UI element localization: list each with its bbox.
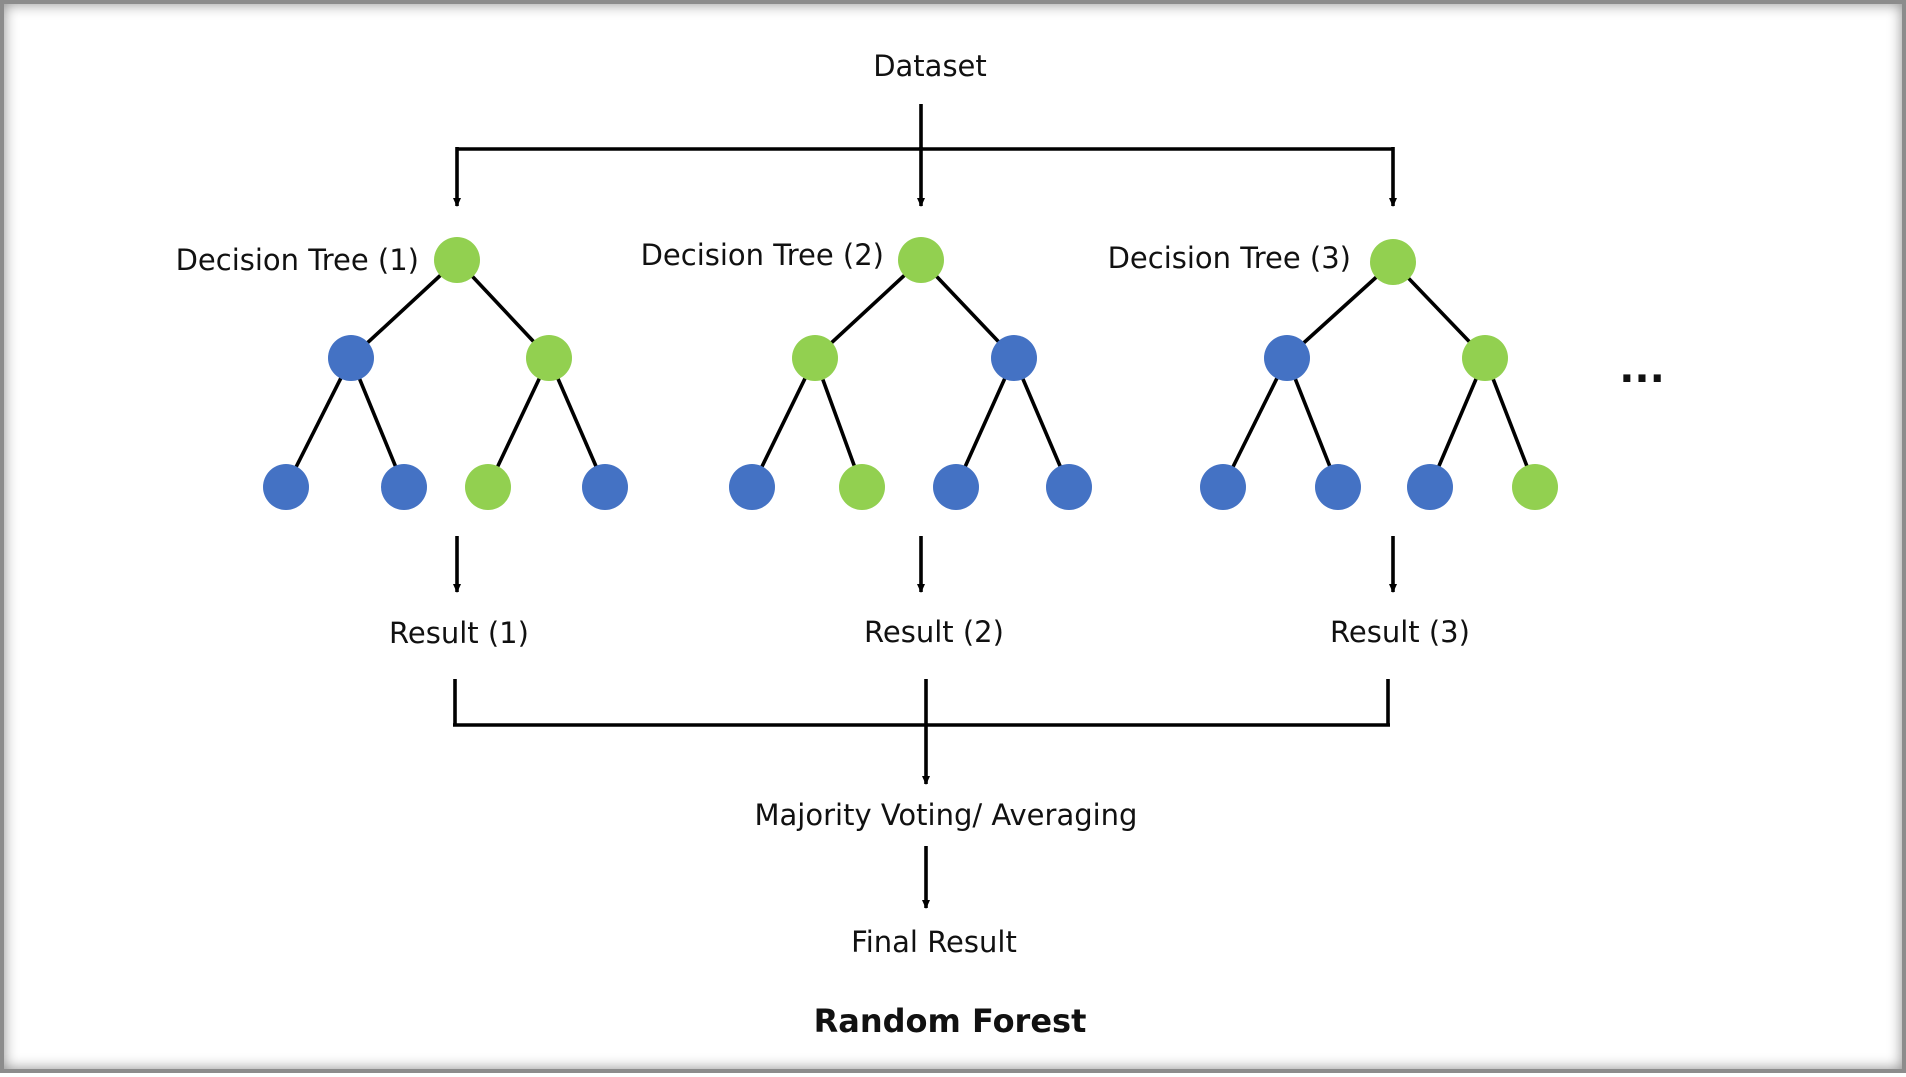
tree-3-edge (1221, 357, 1289, 488)
tree-3-left-left-leaf-blue (1200, 464, 1246, 510)
tree-2-edge (813, 258, 923, 360)
tree-1-label: Decision Tree (1) (176, 243, 419, 277)
tree-3-edge (1285, 260, 1395, 360)
decision-tree-3 (1200, 239, 1558, 510)
tree-1-edge (349, 357, 406, 488)
tree-2-left-right-leaf-green (839, 464, 885, 510)
decision-tree-1 (263, 237, 628, 510)
tree-1-edge (349, 258, 459, 360)
tree-1-right-right-leaf-blue (582, 464, 628, 510)
tree-1-right-left-leaf-green (465, 464, 511, 510)
tree-3-edge (1428, 357, 1487, 488)
tree-1-left-left-leaf-blue (263, 464, 309, 510)
tree-2-edge (954, 357, 1016, 488)
tree-2-edge (750, 357, 817, 488)
tree-1-left-right-leaf-blue (381, 464, 427, 510)
tree-1-left-node-blue (328, 335, 374, 381)
tree-3-right-right-leaf-green (1512, 464, 1558, 510)
more-trees-ellipsis: ... (1619, 346, 1665, 392)
tree-3-right-left-leaf-blue (1407, 464, 1453, 510)
tree-2-right-left-leaf-blue (933, 464, 979, 510)
tree-1-edge (547, 357, 607, 488)
final-result-label: Final Result (851, 925, 1017, 959)
tree-3-root-node-green (1370, 239, 1416, 285)
tree-1-edge (486, 357, 551, 488)
tree-2-edge (1012, 357, 1071, 488)
tree-2-root-node-green (898, 237, 944, 283)
result-aggregation-connector (453, 679, 1390, 785)
tree-3-right-node-green (1462, 335, 1508, 381)
result-3-label: Result (3) (1330, 615, 1470, 649)
aggregation-label: Majority Voting/ Averaging (755, 798, 1138, 832)
tree-1-edge (284, 357, 353, 488)
tree-3-edge (1285, 357, 1340, 488)
tree-1-right-node-green (526, 335, 572, 381)
diagram-title: Random Forest (814, 1002, 1087, 1040)
dataset-distribution-connector (453, 104, 1397, 207)
tree-3-edge (1483, 357, 1537, 488)
tree-2-right-node-blue (991, 335, 1037, 381)
decision-tree-2 (729, 237, 1092, 510)
tree-3-left-node-blue (1264, 335, 1310, 381)
tree-1-root-node-green (434, 237, 480, 283)
tree-3-left-right-leaf-blue (1315, 464, 1361, 510)
tree-2-label: Decision Tree (2) (641, 238, 884, 272)
dataset-label: Dataset (873, 49, 987, 83)
random-forest-diagram: Dataset Decision Tree (1) Decision Tree … (176, 49, 1665, 1040)
tree-2-left-left-leaf-blue (729, 464, 775, 510)
tree-3-label: Decision Tree (3) (1108, 241, 1351, 275)
tree-2-left-node-green (792, 335, 838, 381)
tree-2-right-right-leaf-blue (1046, 464, 1092, 510)
result-2-label: Result (2) (864, 615, 1004, 649)
result-1-label: Result (1) (389, 616, 529, 650)
